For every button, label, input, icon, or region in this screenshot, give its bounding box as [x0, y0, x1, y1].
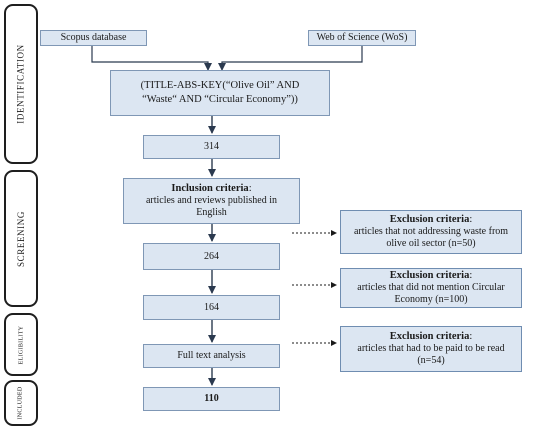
count-after-exclusion: 164 [204, 301, 219, 313]
source-wos-label: Web of Science (WoS) [316, 32, 408, 43]
full-text-analysis-label: Full text analysis [177, 350, 246, 361]
exclusion-1-text: articles that not addressing waste from … [353, 226, 509, 249]
stage-included: INCLUDED [4, 380, 38, 426]
connector-wos-query [218, 46, 363, 71]
exclusion-criteria-box-1: Exclusion criteria: articles that not ad… [340, 210, 522, 254]
exclusion-criteria-box-3: Exclusion criteria: articles that had to… [340, 326, 522, 372]
stage-identification: IDENTIFICATION [4, 4, 38, 164]
count-initial-box: 314 [143, 135, 280, 159]
count-final: 110 [204, 393, 219, 404]
exclusion-2-text: articles that did not mention Circular E… [357, 282, 505, 305]
full-text-analysis-box: Full text analysis [143, 344, 280, 368]
inclusion-criteria-title: Inclusion criteria [171, 183, 249, 194]
exclusion-3-title: Exclusion criteria [389, 331, 470, 342]
count-after-inclusion: 264 [204, 250, 219, 262]
connector-scopus-query [91, 46, 212, 71]
source-wos: Web of Science (WoS) [308, 30, 416, 46]
search-query-box: (TITLE-ABS-KEY(“Olive Oil” AND “Waste“ A… [110, 70, 330, 116]
inclusion-criteria-text: articles and reviews published in Englis… [145, 195, 278, 218]
inclusion-criteria-box: Inclusion criteria: articles and reviews… [123, 178, 300, 224]
stage-screening: SCREENING [4, 170, 38, 307]
exclusion-1-heading: Exclusion criteria: [390, 214, 473, 226]
search-query-line-2: “Waste“ AND “Circular Economy”)) [142, 94, 298, 105]
exclusion-1-colon: : [469, 214, 473, 225]
source-scopus: Scopus database [40, 30, 147, 46]
source-scopus-label: Scopus database [60, 32, 127, 43]
stage-eligibility: ELIGIBILITY [4, 313, 38, 376]
exclusion-1-title: Exclusion criteria [389, 214, 470, 225]
count-after-inclusion-box: 264 [143, 243, 280, 270]
exclusion-criteria-box-2: Exclusion criteria: articles that did no… [340, 268, 522, 308]
exclusion-2-heading: Exclusion criteria: [390, 270, 473, 282]
count-initial: 314 [204, 141, 219, 152]
exclusion-3-text: articles that had to be paid to be read … [357, 343, 505, 366]
exclusion-3-colon: : [469, 331, 473, 342]
exclusion-2-colon: : [469, 270, 473, 281]
inclusion-criteria-heading: Inclusion criteria: [171, 183, 251, 195]
count-final-box: 110 [143, 387, 280, 411]
search-query-line-1: (TITLE-ABS-KEY(“Olive Oil” AND [140, 80, 300, 91]
count-after-exclusion-box: 164 [143, 295, 280, 320]
exclusion-3-heading: Exclusion criteria: [390, 331, 473, 343]
inclusion-criteria-colon: : [248, 183, 252, 194]
exclusion-2-title: Exclusion criteria [389, 270, 470, 281]
